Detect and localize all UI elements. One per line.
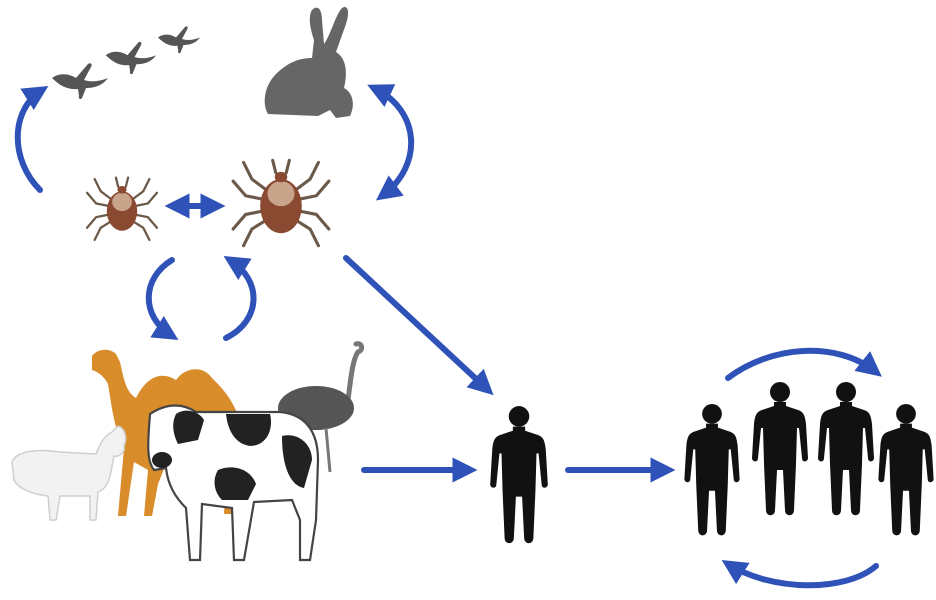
- human-icon: [684, 404, 739, 535]
- index-human: [490, 406, 548, 543]
- goat-icon: [12, 426, 126, 520]
- cycle-arrow-livestock-right: [226, 260, 254, 338]
- tick-icon: [87, 178, 157, 240]
- cycle-arrow-hare: [374, 88, 411, 196]
- human-group: [684, 382, 933, 535]
- cycle-arrow-birds: [18, 90, 42, 190]
- bird-icon: [106, 42, 156, 74]
- tick-to-human-arrow: [346, 258, 488, 390]
- group-cycle-top-arrow: [728, 351, 876, 378]
- human-icon: [818, 382, 874, 515]
- bird-icon: [158, 26, 200, 53]
- human-icon: [878, 404, 933, 535]
- group-cycle-bottom-arrow: [728, 564, 876, 585]
- cow-icon: [148, 406, 318, 561]
- tick-icon: [233, 160, 329, 245]
- cycle-arrow-livestock-left: [149, 260, 172, 336]
- hare-icon: [265, 7, 353, 118]
- bird-icon: [52, 63, 108, 99]
- birds-group: [52, 26, 200, 99]
- livestock-group: [12, 344, 362, 560]
- human-icon: [752, 382, 808, 515]
- human-icon: [490, 406, 548, 543]
